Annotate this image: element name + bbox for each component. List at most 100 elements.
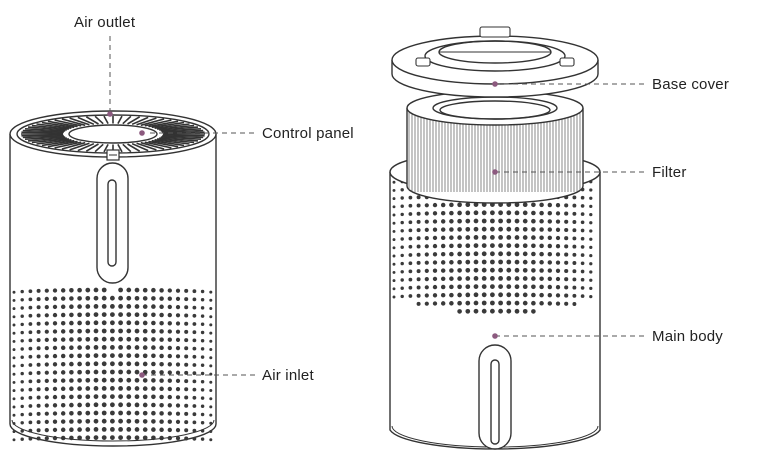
perforation-dot xyxy=(432,211,438,216)
perforation-dot xyxy=(44,370,49,375)
perforation-dot xyxy=(175,386,181,392)
perforation-dot xyxy=(28,412,33,417)
perforation-dot xyxy=(101,336,107,342)
perforation-dot xyxy=(457,218,462,224)
grille-slot xyxy=(94,115,104,125)
perforation-dot xyxy=(572,252,577,257)
perforation-dot xyxy=(44,395,49,400)
perforation-dot xyxy=(151,378,156,383)
perforation-dot xyxy=(118,410,123,416)
perforation-dot xyxy=(392,213,396,217)
perforation-dot xyxy=(424,301,429,306)
perforation-dot xyxy=(514,226,520,232)
perforation-dot xyxy=(209,438,213,442)
grille-slot xyxy=(144,141,172,149)
perforation-dot xyxy=(44,305,49,310)
perforation-dot xyxy=(514,251,520,257)
perforation-dot xyxy=(209,429,213,434)
perforation-dot xyxy=(167,288,172,293)
perforation-dot xyxy=(564,285,569,290)
perforation-dot xyxy=(151,287,156,293)
perforation-dot xyxy=(408,261,413,266)
perforation-dot xyxy=(151,386,156,391)
perforation-dot xyxy=(514,276,520,281)
perforation-dot xyxy=(60,411,66,416)
perforation-dot xyxy=(416,203,421,208)
perforation-dot xyxy=(392,188,396,192)
perforation-dot xyxy=(490,235,495,240)
perforation-dot xyxy=(118,435,123,440)
perforation-dot xyxy=(449,227,454,232)
perforation-dot xyxy=(77,435,82,441)
perforation-dot xyxy=(85,435,91,441)
perforation-dot xyxy=(175,436,181,441)
perforation-dot xyxy=(175,427,181,433)
perforation-dot xyxy=(531,235,536,240)
perforation-dot xyxy=(514,218,520,224)
grille-slot xyxy=(160,136,202,140)
perforation-dot xyxy=(424,236,429,241)
perforation-dot xyxy=(200,412,205,417)
perforation-dot xyxy=(392,295,396,299)
perforation-dot xyxy=(457,300,462,306)
perforation-dot xyxy=(506,300,512,306)
perforation-dot xyxy=(69,427,74,432)
perforation-dot xyxy=(192,305,197,310)
perforation-dot xyxy=(432,252,438,257)
perforation-dot xyxy=(424,277,429,282)
label-air-outlet: Air outlet xyxy=(74,14,136,31)
perforation-dot xyxy=(36,297,41,302)
perforation-dot xyxy=(12,307,16,311)
perforation-dot xyxy=(200,437,205,441)
perforation-dot xyxy=(392,279,396,283)
perforation-dot xyxy=(36,403,41,408)
perforation-dot xyxy=(36,420,41,425)
perforation-dot xyxy=(101,345,107,350)
perforation-dot xyxy=(589,196,593,200)
perforation-dot xyxy=(101,320,107,326)
perforation-dot xyxy=(555,260,561,265)
perforation-dot xyxy=(498,218,503,224)
perforation-dot xyxy=(547,301,553,306)
perforation-dot xyxy=(159,386,164,392)
perforation-dot xyxy=(408,203,413,208)
perforation-dot xyxy=(416,277,421,282)
perforation-dot xyxy=(110,410,115,416)
perforation-dot xyxy=(93,394,99,399)
perforation-dot xyxy=(36,354,41,359)
perforation-dot xyxy=(192,363,197,367)
perforation-dot xyxy=(110,336,115,342)
perforation-dot xyxy=(85,377,91,383)
perforation-dot xyxy=(400,237,404,241)
perforation-dot xyxy=(12,389,16,393)
perforation-dot xyxy=(408,228,413,233)
perforation-dot xyxy=(465,251,471,257)
perforation-dot xyxy=(126,304,132,309)
perforation-dot xyxy=(93,402,99,408)
perforation-dot xyxy=(134,402,140,408)
perforation-dot xyxy=(167,370,172,375)
perforation-dot xyxy=(572,293,577,298)
perforation-dot xyxy=(126,394,132,399)
perforation-dot xyxy=(416,236,421,241)
perforation-dot xyxy=(12,380,16,384)
perforation-dot xyxy=(589,294,593,299)
perforation-dot xyxy=(12,298,16,302)
perforation-dot xyxy=(20,412,24,417)
perforation-dot xyxy=(457,276,462,281)
perforation-dot xyxy=(424,252,429,257)
perforation-dot xyxy=(28,354,33,359)
perforation-dot xyxy=(77,353,82,359)
perforation-dot xyxy=(184,379,189,384)
label-main-body: Main body xyxy=(652,328,724,345)
perforation-dot xyxy=(498,259,503,265)
perforation-dot xyxy=(531,243,536,249)
perforation-dot xyxy=(539,292,544,298)
perforation-dot xyxy=(522,251,528,257)
perforation-dot xyxy=(589,188,593,192)
grille-slot xyxy=(103,115,109,124)
perforation-dot xyxy=(77,427,82,432)
perforation-dot xyxy=(159,296,164,301)
perforation-dot xyxy=(77,328,82,334)
perforation-dot xyxy=(580,212,585,216)
